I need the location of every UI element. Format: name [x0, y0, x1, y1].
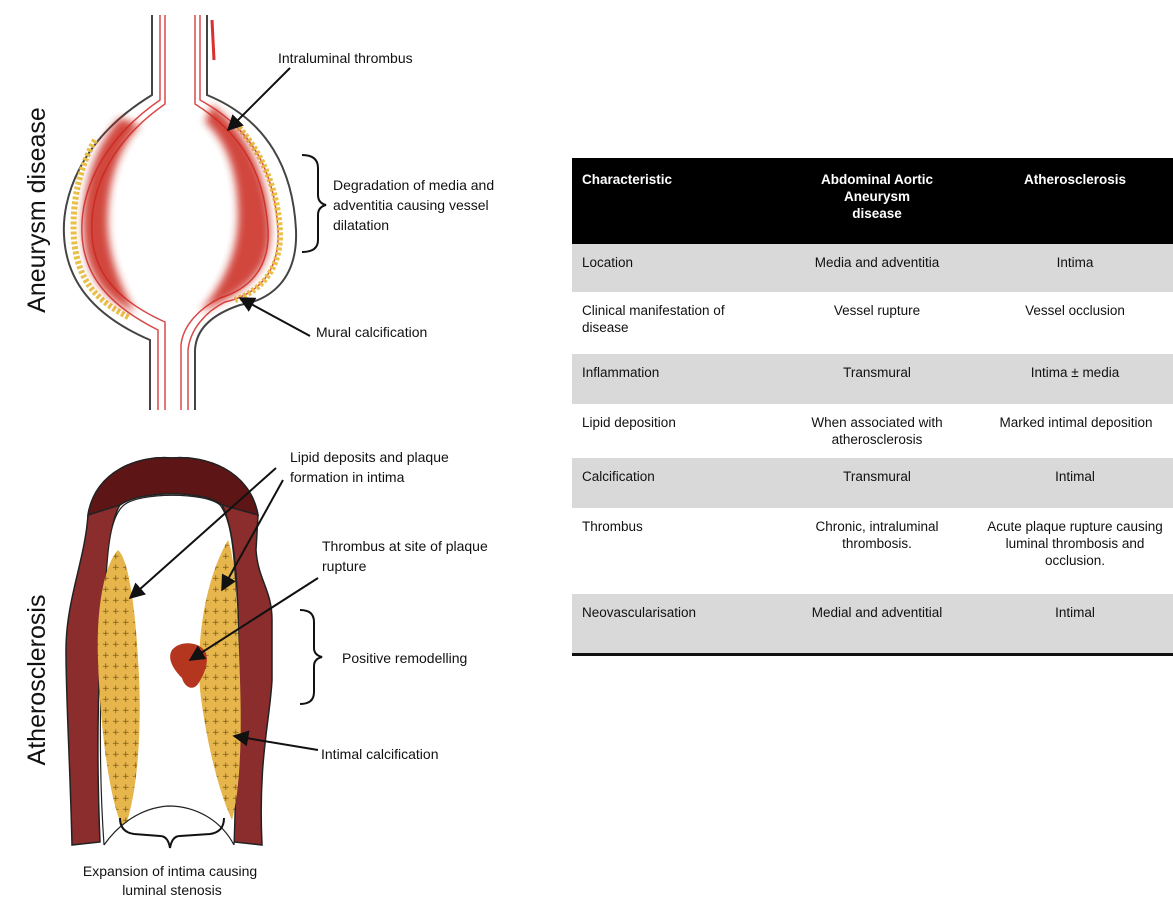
label-mural-calcification: Mural calcification [316, 324, 427, 340]
cell-aaa: When associated with atherosclerosis [777, 404, 977, 458]
cell-atherosclerosis: Intimal [977, 458, 1173, 508]
table-row: Clinical manifestation of disease Vessel… [572, 292, 1173, 354]
label-intimal-calcification: Intimal calcification [321, 746, 439, 762]
label-positive-remodelling: Positive remodelling [342, 650, 467, 666]
cell-atherosclerosis: Intimal [977, 594, 1173, 654]
comparison-table: Characteristic Abdominal Aortic Aneurysm… [572, 158, 1173, 656]
aneurysm-vessel [64, 15, 296, 410]
cell-characteristic: Thrombus [572, 508, 777, 594]
aneurysm-title: Aneurysm disease [23, 107, 51, 313]
label-intraluminal-thrombus: Intraluminal thrombus [278, 50, 413, 66]
calcification-arrow [240, 298, 310, 336]
cell-aaa: Transmural [777, 354, 977, 404]
cell-characteristic: Clinical manifestation of disease [572, 292, 777, 354]
label-degradation: Degradation of media and adventitia caus… [333, 177, 498, 233]
cell-aaa: Media and adventitia [777, 244, 977, 292]
table-row: Thrombus Chronic, intraluminal thrombosi… [572, 508, 1173, 594]
cell-aaa: Transmural [777, 458, 977, 508]
table-header-row: Characteristic Abdominal Aortic Aneurysm… [572, 158, 1173, 244]
table-row: Lipid deposition When associated with at… [572, 404, 1173, 458]
thrombus-arrow [228, 68, 290, 130]
atherosclerosis-title: Atherosclerosis [23, 595, 51, 766]
label-thrombus-rupture: Thrombus at site of plaque rupture [322, 538, 492, 574]
cell-aaa: Chronic, intraluminal thrombosis. [777, 508, 977, 594]
cell-aaa: Medial and adventitial [777, 594, 977, 654]
cell-characteristic: Neovascularisation [572, 594, 777, 654]
degradation-bracket [302, 155, 326, 252]
cell-atherosclerosis: Intima [977, 244, 1173, 292]
table-row: Calcification Transmural Intimal [572, 458, 1173, 508]
cell-atherosclerosis: Acute plaque rupture causing luminal thr… [977, 508, 1173, 594]
remodelling-bracket [300, 610, 322, 704]
label-luminal-stenosis: Expansion of intima causing luminal sten… [83, 863, 261, 898]
cell-characteristic: Inflammation [572, 354, 777, 404]
aneurysm-thrombus-right [200, 105, 270, 312]
cell-characteristic: Location [572, 244, 777, 292]
header-characteristic: Characteristic [572, 158, 777, 244]
aneurysm-left-outer-wall [64, 15, 152, 410]
cell-atherosclerosis: Vessel occlusion [977, 292, 1173, 354]
table-row: Location Media and adventitia Intima [572, 244, 1173, 292]
label-lipid-deposits: Lipid deposits and plaque formation in i… [290, 449, 453, 485]
table-row: Neovascularisation Medial and adventitia… [572, 594, 1173, 654]
atherosclerosis-vessel [66, 458, 272, 845]
cell-aaa: Vessel rupture [777, 292, 977, 354]
cell-characteristic: Calcification [572, 458, 777, 508]
cell-atherosclerosis: Marked intimal deposition [977, 404, 1173, 458]
cell-characteristic: Lipid deposition [572, 404, 777, 458]
cell-atherosclerosis: Intima ± media [977, 354, 1173, 404]
table-row: Inflammation Transmural Intima ± media [572, 354, 1173, 404]
header-atherosclerosis: Atherosclerosis [977, 158, 1173, 244]
header-aaa: Abdominal Aortic Aneurysm disease [777, 158, 977, 244]
